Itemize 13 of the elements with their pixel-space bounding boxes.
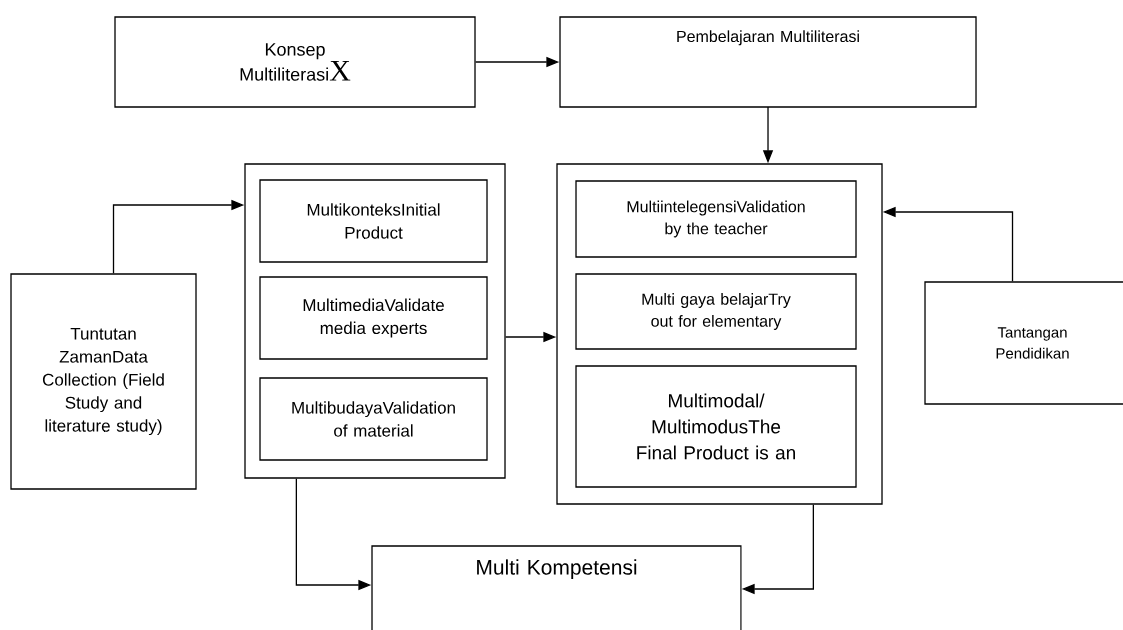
process-box: MultibudayaValidation of material	[259, 377, 488, 461]
process-box: Tuntutan ZamanData Collection (Field Study and literature study)	[10, 273, 197, 490]
process-box: Konsep MultiliterasiX	[114, 16, 476, 108]
process-box: MultiintelegensiValidation by the teacher	[575, 180, 857, 258]
process-box: MultikonteksInitial Product	[259, 179, 488, 263]
process-box: Tantangan Pendidikan	[924, 281, 1123, 405]
process-box: Multi gaya belajarTry out for elementary	[575, 273, 857, 350]
container-box	[556, 163, 883, 505]
process-box: Multimodal/ MultimodusThe Final Product is an	[575, 365, 857, 488]
container-box	[244, 163, 506, 479]
process-box: MultimediaValidate media experts	[259, 276, 488, 360]
process-box: Pembelajaran Multiliterasi	[559, 16, 977, 108]
process-box: Multi Kompetensi	[371, 545, 742, 630]
